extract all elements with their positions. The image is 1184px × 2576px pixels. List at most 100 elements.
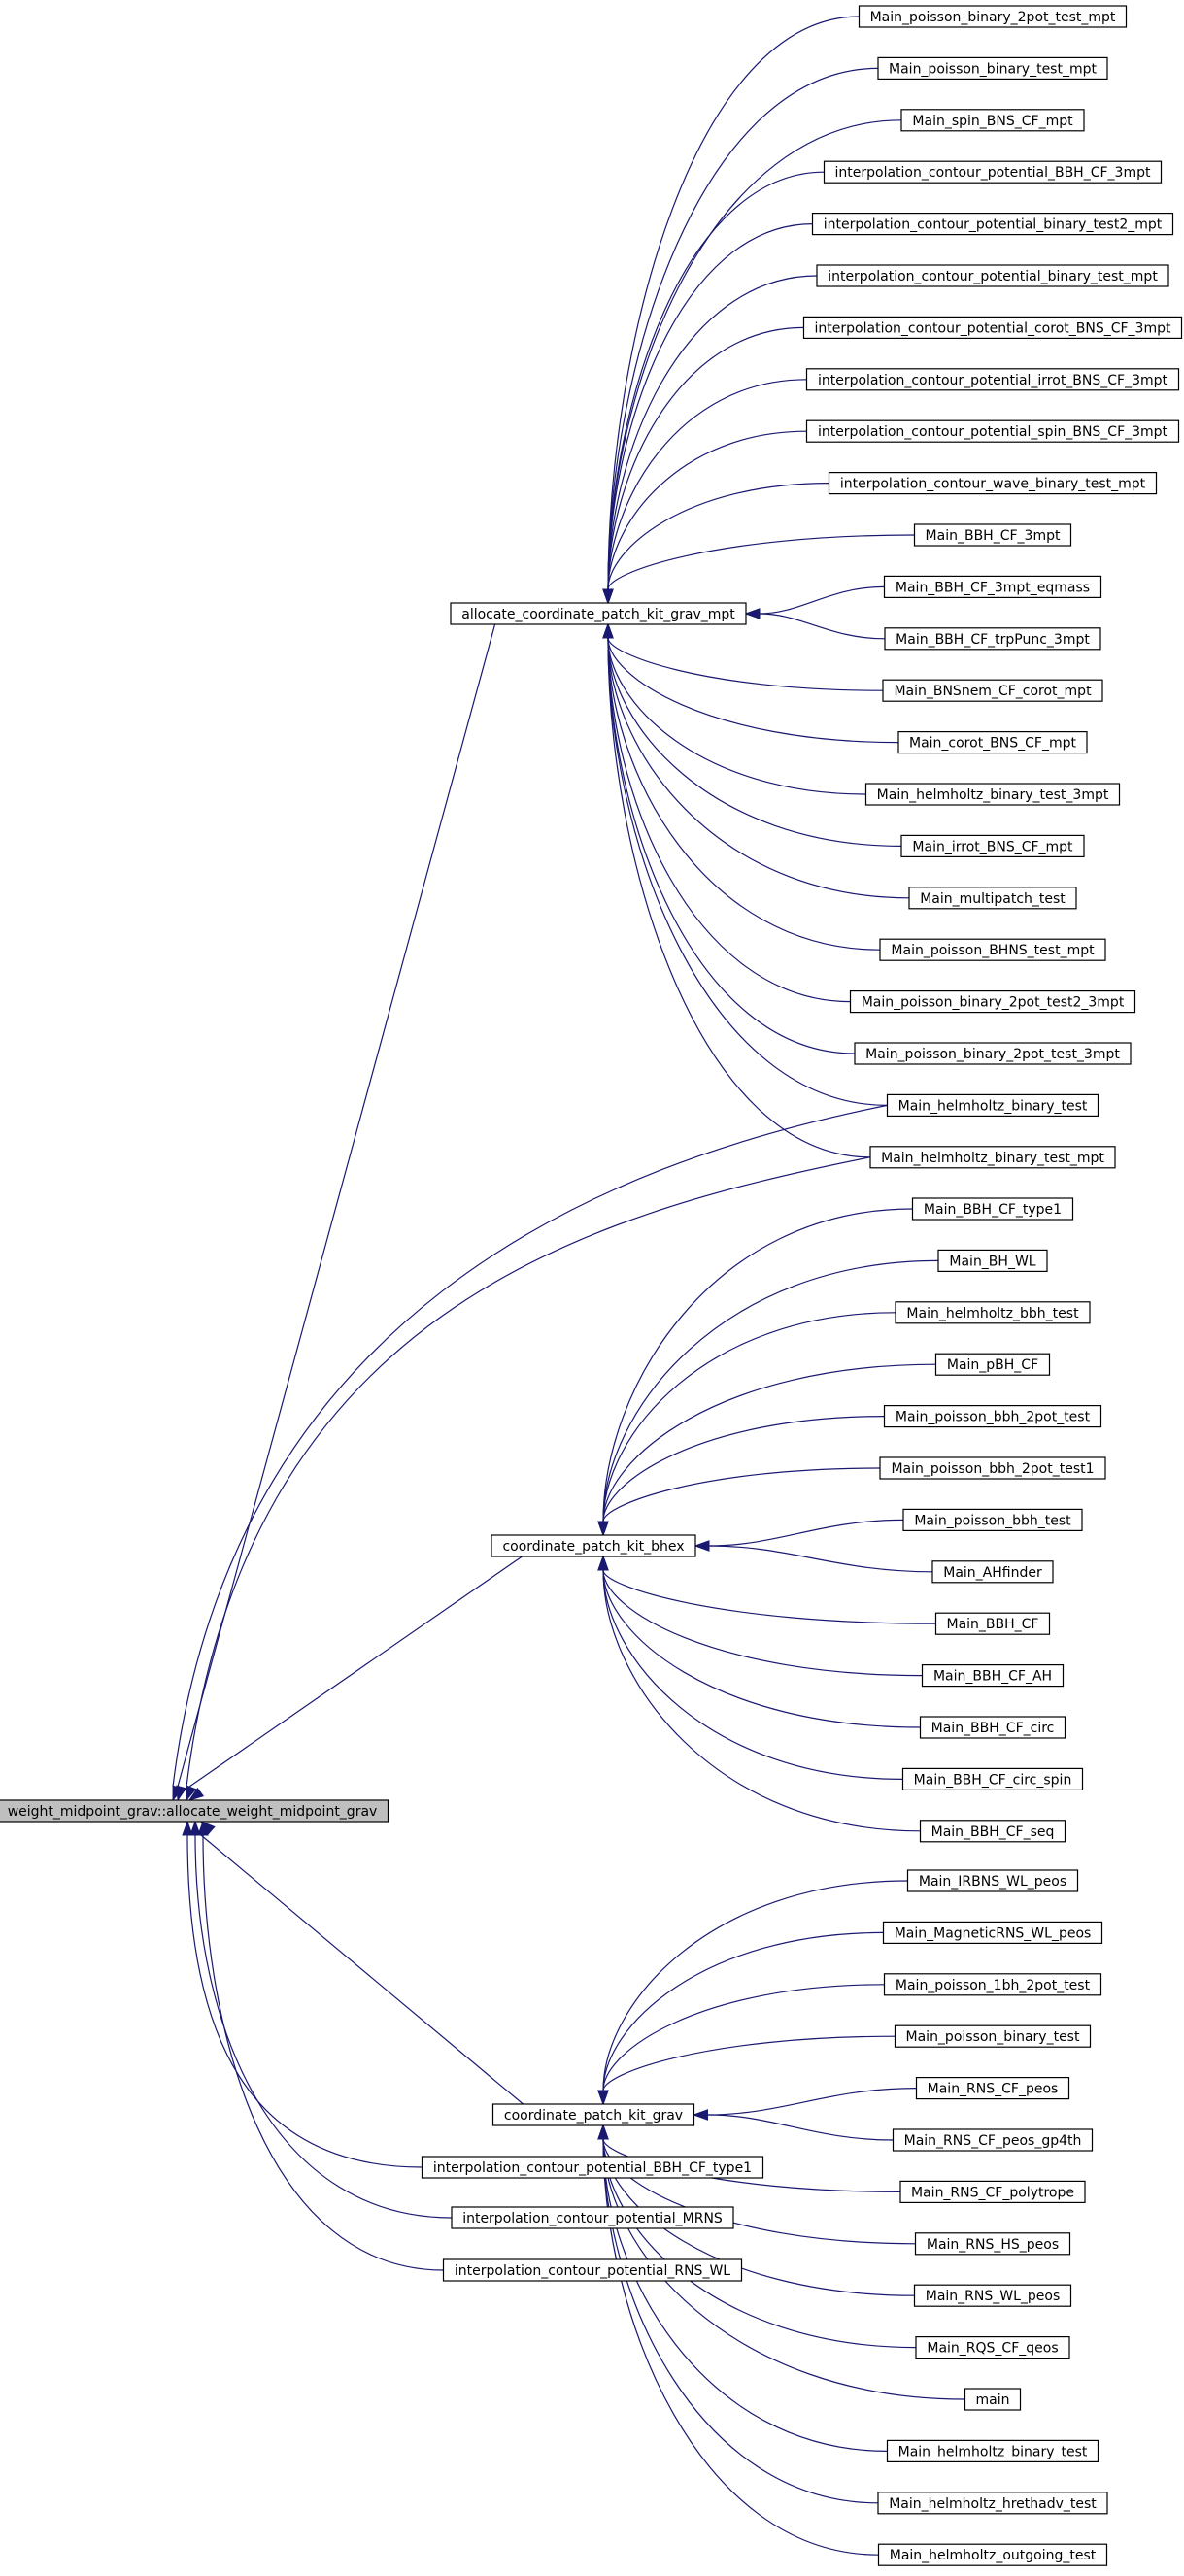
node-box [899, 2180, 1086, 2203]
node-interpolation-contour-potential-irrot-bns-cf-3mpt[interactable]: interpolation_contour_potential_irrot_BN… [805, 368, 1180, 391]
node-label: coordinate_patch_kit_bhex [502, 1539, 684, 1555]
node-interpolation-contour-potential-binary-test2-mpt[interactable]: interpolation_contour_potential_binary_t… [811, 213, 1174, 236]
node-label: interpolation_contour_potential_BBH_CF_3… [835, 165, 1151, 181]
edge-main-pbh-cf-to-coordinate-patch-kit-bhex-line [602, 1363, 936, 1522]
node-main-poisson-1bh-2pot-test[interactable]: Main_poisson_1bh_2pot_test [883, 1973, 1102, 1996]
node-label: interpolation_contour_potential_BBH_CF_t… [433, 2160, 752, 2176]
node-main-ahfinder[interactable]: Main_AHfinder [931, 1560, 1054, 1584]
node-main-poisson-bbh-2pot-test[interactable]: Main_poisson_bbh_2pot_test [883, 1404, 1102, 1428]
node-interpolation-contour-potential-corot-bns-cf-3mpt[interactable]: interpolation_contour_potential_corot_BN… [802, 316, 1183, 339]
node-label: interpolation_contour_potential_binary_t… [824, 217, 1163, 233]
node-main-rns-cf-peos[interactable]: Main_RNS_CF_peos [915, 2077, 1070, 2100]
edge-main-bbh-cf-ah-to-coordinate-patch-kit-bhex-line [602, 1569, 923, 1677]
node-main-bbh-cf-circ-spin[interactable]: Main_BBH_CF_circ_spin [901, 1767, 1084, 1791]
node-main-helmholtz-binary-test[interactable]: Main_helmholtz_binary_test [886, 1093, 1099, 1118]
edge-interpolation-contour-potential-rns-wl-to-root-arrowhead [197, 1820, 209, 1836]
node-main-rns-hs-peos[interactable]: Main_RNS_HS_peos [914, 2232, 1071, 2256]
node-box [900, 109, 1085, 132]
node-main-pbh-cf[interactable]: Main_pBH_CF [934, 1353, 1051, 1376]
node-interpolation-contour-wave-binary-test-mpt[interactable]: interpolation_contour_wave_binary_test_m… [828, 472, 1158, 495]
node-interpolation-contour-potential-spin-bns-cf-3mpt[interactable]: interpolation_contour_potential_spin_BNS… [805, 419, 1180, 443]
node-box [802, 316, 1183, 339]
node-coordinate-patch-kit-bhex[interactable]: coordinate_patch_kit_bhex [491, 1534, 696, 1557]
node-main-irrot-bns-cf-mpt[interactable]: Main_irrot_BNS_CF_mpt [900, 834, 1085, 858]
node-main-corot-bns-cf-mpt[interactable]: Main_corot_BNS_CF_mpt [897, 730, 1088, 754]
node-box [421, 2156, 764, 2179]
node-main-rns-cf-peos-gp4th[interactable]: Main_RNS_CF_peos_gp4th [892, 2128, 1094, 2152]
node-main-bh-wl[interactable]: Main_BH_WL [937, 1249, 1048, 1273]
node-interpolation-contour-potential-rns-wl[interactable]: interpolation_contour_potential_RNS_WL [442, 2258, 743, 2282]
edge-main-poisson-binary-test-to-coordinate-patch-kit-grav-line [602, 2035, 896, 2091]
node-label: Main_poisson_binary_2pot_test_3mpt [865, 1047, 1120, 1062]
node-main-bbh-cf[interactable]: Main_BBH_CF [934, 1612, 1051, 1635]
node-main-rns-wl-peos[interactable]: Main_RNS_WL_peos [913, 2284, 1072, 2307]
node-allocate-coordinate-patch-kit-grav-mpt[interactable]: allocate_coordinate_patch_kit_grav_mpt [450, 602, 747, 625]
node-main-poisson-binary-2pot-test2-3mpt[interactable]: Main_poisson_binary_2pot_test2_3mpt [849, 989, 1136, 1014]
node-interpolation-contour-potential-bbh-cf-type1[interactable]: interpolation_contour_potential_BBH_CF_t… [421, 2156, 764, 2179]
edge-main-poisson-bhns-test-mpt-to-allocate-coordinate-patch-kit-grav-mpt-line [607, 637, 881, 951]
edge-main-helmholtz-binary-test-to-root-line [172, 1104, 888, 1788]
node-main-helmholtz-hrethadv-test[interactable]: Main_helmholtz_hrethadv_test [877, 2492, 1108, 2515]
node-main-magneticrns-wl-peos[interactable]: Main_MagneticRNS_WL_peos [882, 1921, 1103, 1945]
edge-main-ahfinder-to-coordinate-patch-kit-bhex-line [708, 1545, 933, 1573]
node-label: Main_RQS_CF_qeos [927, 2341, 1058, 2357]
node-main-poisson-bbh-2pot-test1[interactable]: Main_poisson_bbh_2pot_test1 [879, 1456, 1106, 1480]
edge-interpolation-contour-potential-corot-bns-cf-3mpt-to-allocate-coordinate-patch-kit-grav-mpt-line [607, 326, 804, 590]
edge-interpolation-contour-wave-binary-test-mpt-to-allocate-coordinate-patch-kit-grav-mpt-line [607, 483, 829, 590]
node-main-spin-bns-cf-mpt[interactable]: Main_spin_BNS_CF_mpt [900, 109, 1085, 132]
node-main-bbh-cf-type1[interactable]: Main_BBH_CF_type1 [911, 1197, 1074, 1221]
node-label: Main_AHfinder [943, 1565, 1042, 1581]
node-label: Main_BNSnem_CF_corot_mpt [894, 684, 1092, 699]
node-main-helmholtz-binary-test-3mpt[interactable]: Main_helmholtz_binary_test_3mpt [864, 783, 1121, 806]
node-main-bnsnem-cf-corot-mpt[interactable]: Main_BNSnem_CF_corot_mpt [882, 679, 1103, 702]
node-main-helmholtz-bbh-test[interactable]: Main_helmholtz_bbh_test [895, 1301, 1091, 1324]
node-label: interpolation_contour_potential_binary_t… [828, 269, 1158, 284]
node-main-bbh-cf-3mpt-eqmass[interactable]: Main_BBH_CF_3mpt_eqmass [883, 575, 1102, 599]
node-main-bbh-cf-ah[interactable]: Main_BBH_CF_AH [921, 1663, 1065, 1688]
node-interpolation-contour-potential-mrns[interactable]: interpolation_contour_potential_MRNS [451, 2206, 734, 2229]
edge-interpolation-contour-potential-bbh-cf-type1-to-root-line [186, 1834, 423, 2168]
node-main-poisson-binary-2pot-test-3mpt[interactable]: Main_poisson_binary_2pot_test_3mpt [854, 1042, 1132, 1065]
node-main-helmholtz-binary-test[interactable]: Main_helmholtz_binary_test [886, 2439, 1099, 2462]
node-main-poisson-binary-test[interactable]: Main_poisson_binary_test [894, 2024, 1092, 2048]
node-box [879, 938, 1106, 961]
node-box [897, 730, 1088, 754]
node-label: Main_BBH_CF_trpPunc_3mpt [896, 632, 1090, 648]
node-box [931, 1560, 1054, 1584]
node-main-bbh-cf-circ[interactable]: Main_BBH_CF_circ [919, 1716, 1066, 1739]
node-main-poisson-bhns-test-mpt[interactable]: Main_poisson_BHNS_test_mpt [879, 938, 1106, 961]
node-box [811, 213, 1174, 236]
edge-main-rns-cf-peos-gp4th-to-coordinate-patch-kit-grav-arrowhead [693, 2109, 708, 2121]
node-main-bbh-cf-3mpt[interactable]: Main_BBH_CF_3mpt [913, 523, 1072, 547]
node-label: Main_poisson_binary_2pot_test_mpt [870, 10, 1116, 25]
node-main-poisson-binary-test-mpt[interactable]: Main_poisson_binary_test_mpt [877, 56, 1108, 81]
edge-interpolation-contour-potential-rns-wl-to-root-line [202, 1834, 444, 2271]
node-main-poisson-bbh-test[interactable]: Main_poisson_bbh_test [902, 1508, 1083, 1532]
node-main-bbh-cf-seq[interactable]: Main_BBH_CF_seq [919, 1820, 1066, 1843]
node-label: Main_helmholtz_binary_test_mpt [881, 1151, 1104, 1166]
node-main-helmholtz-outgoing-test[interactable]: Main_helmholtz_outgoing_test [877, 2543, 1108, 2566]
node-label: Main_IRBNS_WL_peos [919, 1874, 1066, 1890]
node-main-irbns-wl-peos[interactable]: Main_IRBNS_WL_peos [906, 1869, 1079, 1892]
edge-main-bbh-cf-to-coordinate-patch-kit-bhex-line [602, 1569, 936, 1624]
node-main-multipatch-test[interactable]: Main_multipatch_test [908, 887, 1077, 910]
node-coordinate-patch-kit-grav[interactable]: coordinate_patch_kit_grav [491, 2103, 695, 2126]
node-interpolation-contour-potential-binary-test-mpt[interactable]: interpolation_contour_potential_binary_t… [816, 264, 1169, 287]
edge-main-helmholtz-outgoing-test-to-coordinate-patch-kit-grav-line [602, 2138, 879, 2556]
edge-main-rns-cf-peos-to-coordinate-patch-kit-grav-line [707, 2088, 917, 2116]
edge-main-irbns-wl-peos-to-coordinate-patch-kit-grav-line [602, 1880, 908, 2091]
edge-main-bbh-cf-seq-to-coordinate-patch-kit-bhex-arrowhead [597, 1555, 609, 1571]
node-interpolation-contour-potential-bbh-cf-3mpt[interactable]: interpolation_contour_potential_BBH_CF_3… [823, 160, 1163, 184]
node-weight-midpoint-grav-allocate-weight-midpoint-grav[interactable]: weight_midpoint_grav::allocate_weight_mi… [0, 1799, 389, 1823]
node-box [869, 1146, 1116, 1169]
edge-main-bbh-cf-trppunc-3mpt-to-allocate-coordinate-patch-kit-grav-mpt-arrowhead [744, 608, 761, 619]
node-main[interactable]: main [964, 2388, 1022, 2411]
node-box [0, 1799, 389, 1823]
node-main-rqs-cf-qeos[interactable]: Main_RQS_CF_qeos [915, 2336, 1070, 2359]
node-main-poisson-binary-2pot-test-mpt[interactable]: Main_poisson_binary_2pot_test_mpt [858, 5, 1128, 28]
edge-main-ahfinder-to-coordinate-patch-kit-bhex-arrowhead [693, 1540, 710, 1552]
node-main-bbh-cf-trppunc-3mpt[interactable]: Main_BBH_CF_trpPunc_3mpt [884, 627, 1101, 651]
node-main-rns-cf-polytrope[interactable]: Main_RNS_CF_polytrope [899, 2180, 1086, 2203]
node-main-helmholtz-binary-test-mpt[interactable]: Main_helmholtz_binary_test_mpt [869, 1146, 1116, 1169]
node-label: coordinate_patch_kit_grav [504, 2108, 683, 2124]
